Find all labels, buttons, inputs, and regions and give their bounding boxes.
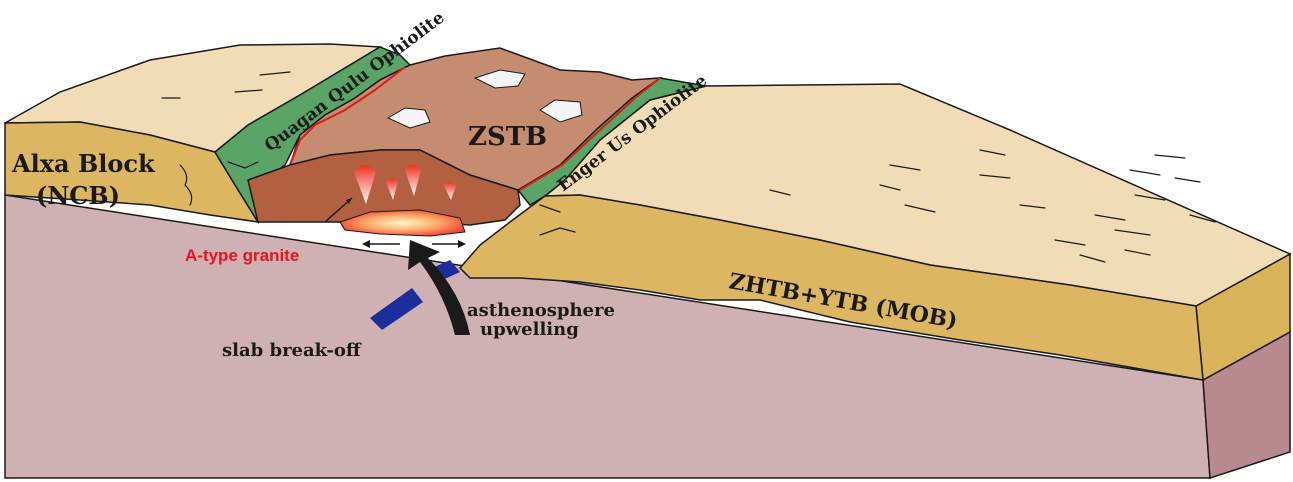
- ncb-label: (NCB): [36, 181, 120, 210]
- a-type-granite-label: A-type granite: [185, 246, 299, 265]
- asthenosphere-label: asthenosphere: [467, 300, 615, 321]
- arrowhead-east: [458, 240, 466, 248]
- arrowhead-west: [362, 240, 370, 248]
- upwelling-label: upwelling: [480, 319, 579, 340]
- slab-breakoff-label: slab break-off: [222, 340, 362, 361]
- zstb-label: ZSTB: [468, 122, 547, 152]
- alxa-block-label: Alxa Block: [11, 149, 156, 178]
